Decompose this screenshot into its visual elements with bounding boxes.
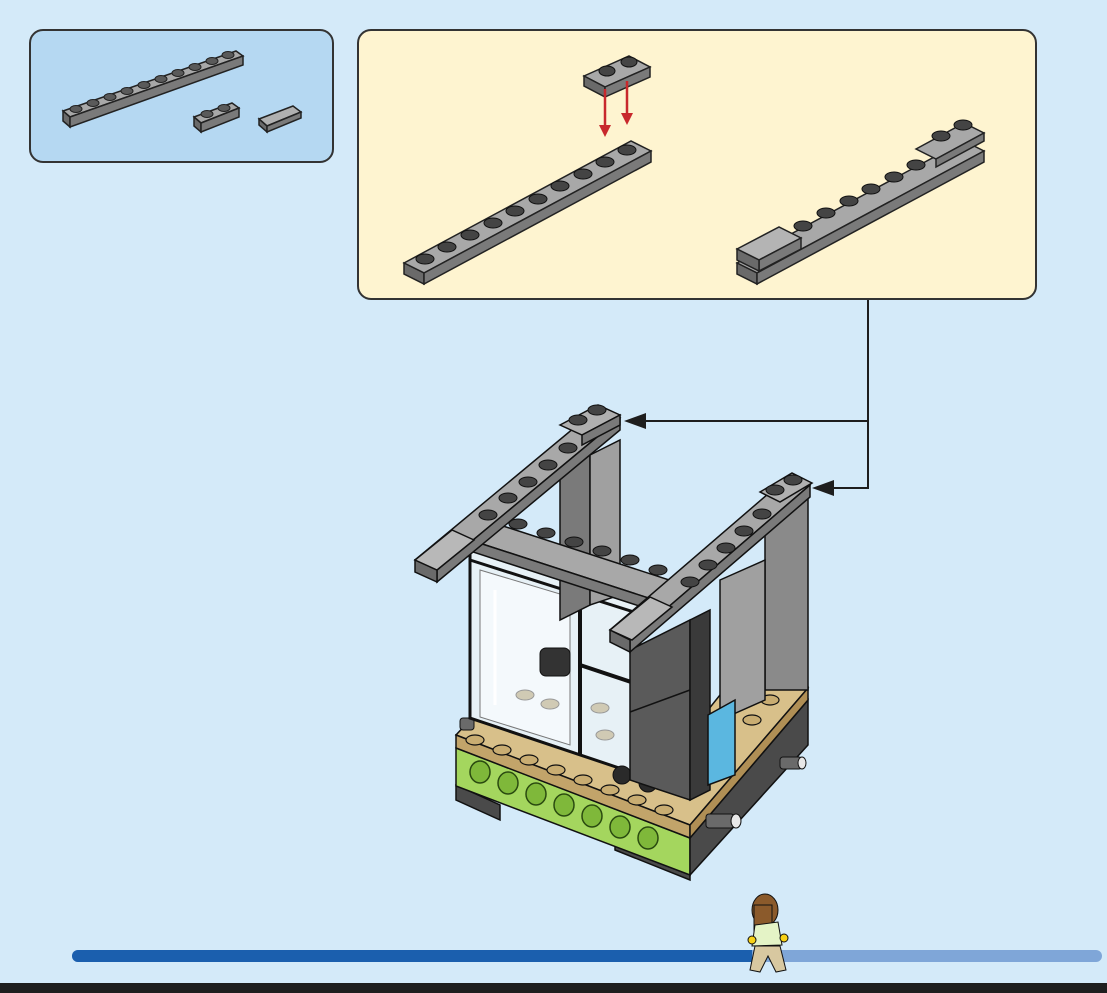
page-bottom-edge: [0, 983, 1107, 993]
